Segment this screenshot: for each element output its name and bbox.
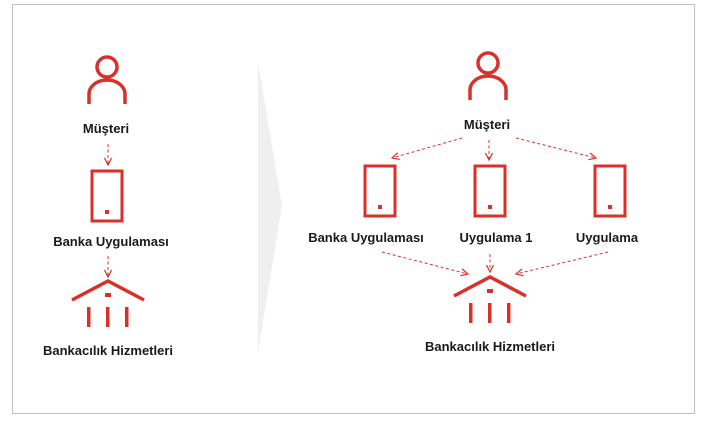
right-person-icon	[468, 51, 508, 102]
right-phone-icon-1	[363, 164, 397, 218]
left-person-icon	[87, 55, 127, 106]
left-phone-icon	[90, 169, 124, 223]
right-customer-label: Müşteri	[464, 117, 510, 132]
right-app-label-1: Banka Uygulaması	[308, 230, 424, 245]
right-arrow-customer-app3	[515, 137, 596, 158]
diagram-frame	[12, 4, 695, 414]
right-arrow-app3-services	[516, 251, 609, 274]
left-customer-label: Müşteri	[83, 121, 129, 136]
right-services-label: Bankacılık Hizmetleri	[425, 339, 555, 354]
left-app-label: Banka Uygulaması	[53, 234, 169, 249]
right-arrow-customer-app1	[392, 137, 463, 158]
right-phone-icon-2	[473, 164, 507, 218]
right-phone-icon-3	[593, 164, 627, 218]
right-bank-icon	[452, 275, 528, 325]
right-app-label-2: Uygulama 1	[460, 230, 533, 245]
right-arrow-app1-services	[381, 251, 468, 274]
left-bank-icon	[70, 279, 146, 329]
right-app-label-3: Uygulama	[576, 230, 639, 245]
left-services-label: Bankacılık Hizmetleri	[43, 343, 173, 358]
divider-chevron	[258, 62, 282, 352]
